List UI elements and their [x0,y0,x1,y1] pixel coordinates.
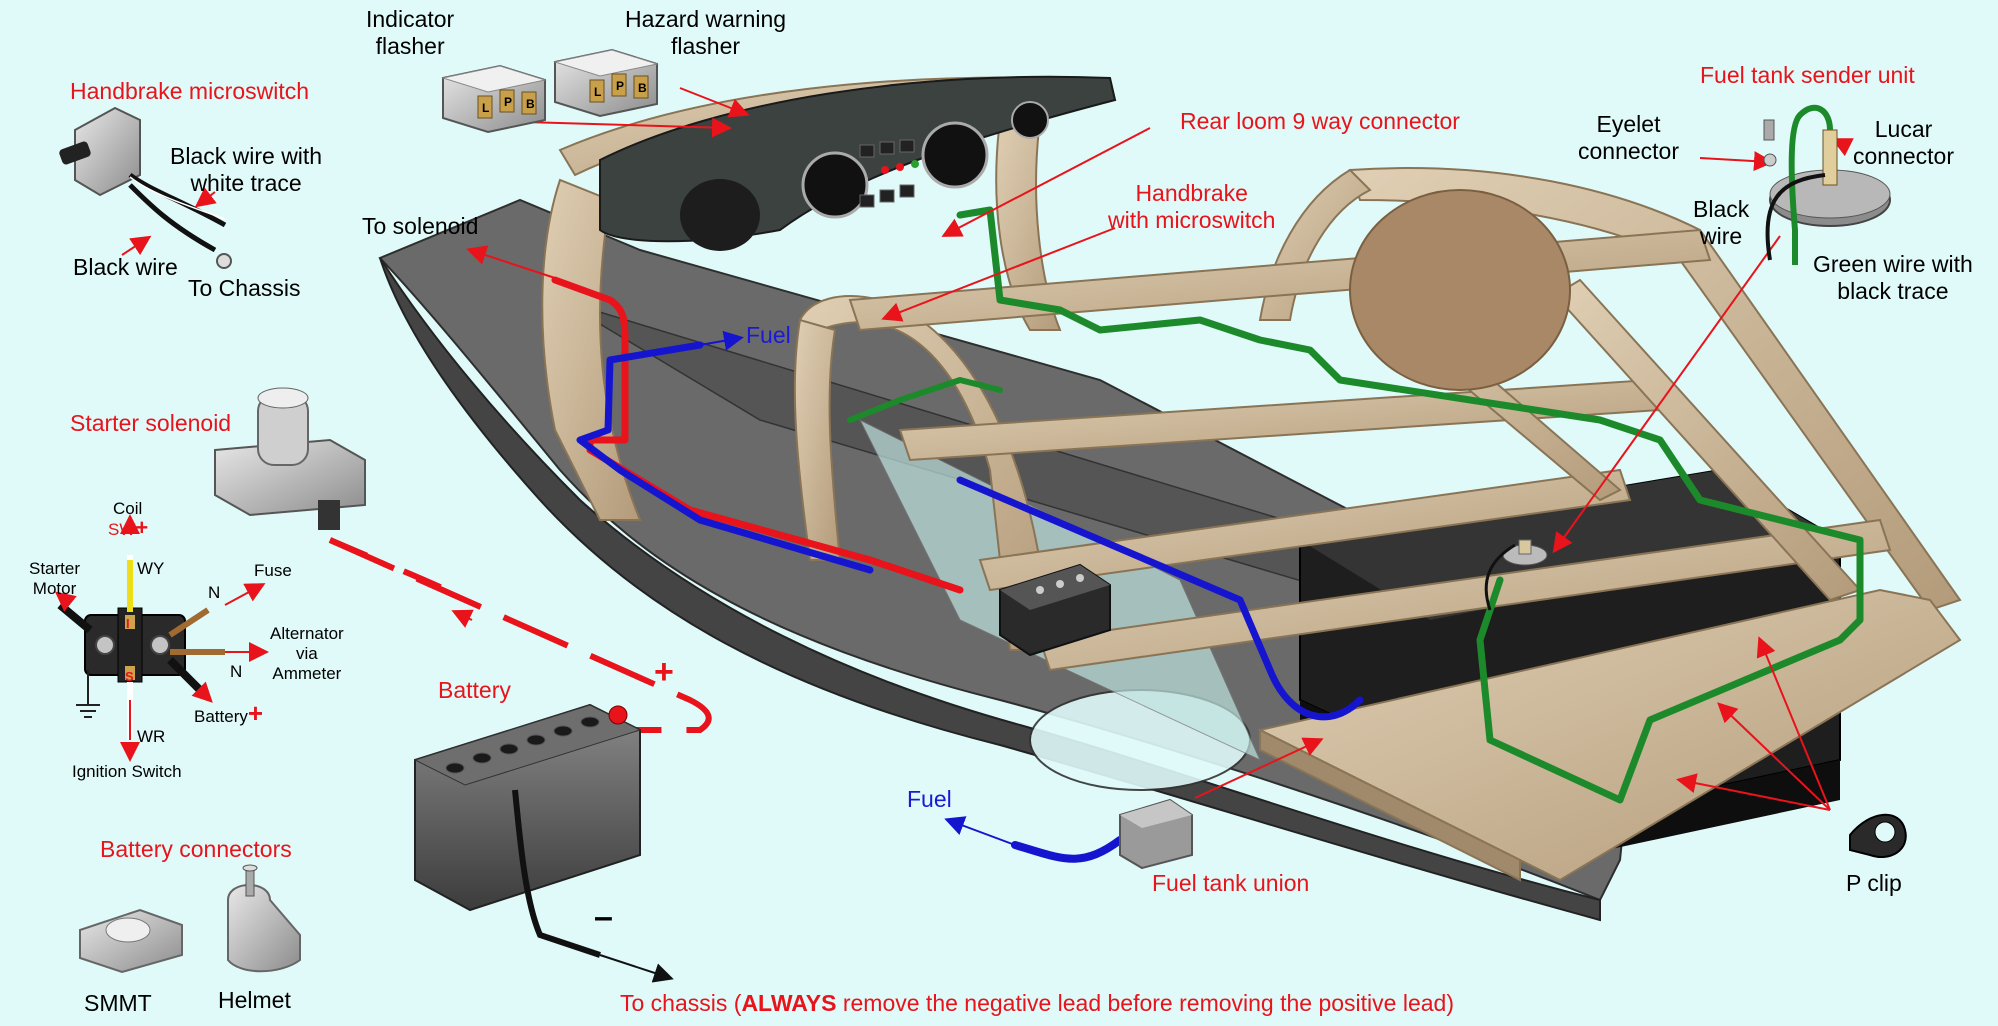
car-battery [999,563,1111,657]
bottom-note-emphasis: ALWAYS [741,990,837,1016]
smmt-connector-part [79,908,183,974]
bottom-note-suffix: remove the negative lead before removing… [836,990,1454,1016]
indicator-pin-b: B [526,97,535,111]
speedometer-icon [801,151,869,219]
label-starter-solenoid: Starter solenoid [70,410,232,436]
fuel-out-arrow [699,330,744,351]
term-battery-plus: + [247,698,264,728]
solenoid-terminal-schematic [54,514,269,762]
label-battery: Battery [438,677,511,703]
battery-positive-cable [328,537,712,733]
term-battery-text: Battery [194,707,248,726]
label-to-chassis: To Chassis [188,275,301,301]
term-wy: WY [137,559,165,578]
bottom-note-prefix: To chassis ( [620,990,742,1016]
term-sw: SW+ [108,515,149,540]
label-battery-connectors: Battery connectors [100,836,292,862]
fuel-pipe [1011,836,1124,863]
clock-icon [1011,101,1049,139]
p-clip-part [1849,813,1907,858]
hazard-pin-l: L [594,85,602,99]
term-n-bottom: N [230,662,243,681]
hazard-pin-b: B [638,81,647,95]
indicator-pin-l: L [482,101,490,115]
term-battery: Battery+ [194,700,263,727]
handbrake-microswitch-part [59,106,232,269]
label-fuel-tank-union: Fuel tank union [1152,870,1310,896]
indicator-pin-p: P [504,95,513,109]
helmet-connector-part [227,864,301,973]
label-handbrake-microswitch: Handbrake microswitch [70,78,310,104]
fuel-tank-sender-part [1763,104,1891,265]
term-n-top: N [208,583,221,602]
indicator-flasher-part [441,64,547,134]
starter-solenoid-part [214,387,458,598]
term-coil: Coil [113,499,143,518]
term-fuse: Fuse [254,561,292,580]
wiring-loom [551,206,1864,804]
fuel-tank-union-part [1119,798,1193,870]
term-sw-plus: + [135,515,149,540]
term-i: I [126,616,130,631]
tachometer-icon [921,121,989,189]
leader-lines [121,87,1854,811]
label-fuel-tank-sender: Fuel tank sender unit [1700,62,1915,88]
label-to-solenoid: To solenoid [362,213,479,239]
label-smmt: SMMT [84,990,152,1016]
label-fuel-top: Fuel [746,322,791,348]
hazard-flasher-part [553,48,659,118]
label-helmet: Helmet [218,987,291,1013]
term-sw-text: SW [108,520,136,539]
label-black-wire: Black wire [73,254,178,280]
hazard-pin-p: P [616,79,625,93]
label-fuel-bottom: Fuel [907,786,952,812]
bottom-note: To chassis (ALWAYS remove the negative l… [620,990,1454,1017]
battery-part [413,703,674,983]
battery-plus-symbol: + [654,653,674,691]
fuel-in-arrow [944,816,1016,846]
battery-minus-symbol: – [594,898,613,936]
sender-unit-on-tank [1484,539,1548,611]
label-rear-loom: Rear loom 9 way connector [1180,108,1460,134]
term-ignition-switch: Ignition Switch [72,762,182,781]
label-p-clip: P clip [1846,870,1902,896]
term-wr: WR [137,727,166,746]
term-s: S [125,669,134,684]
